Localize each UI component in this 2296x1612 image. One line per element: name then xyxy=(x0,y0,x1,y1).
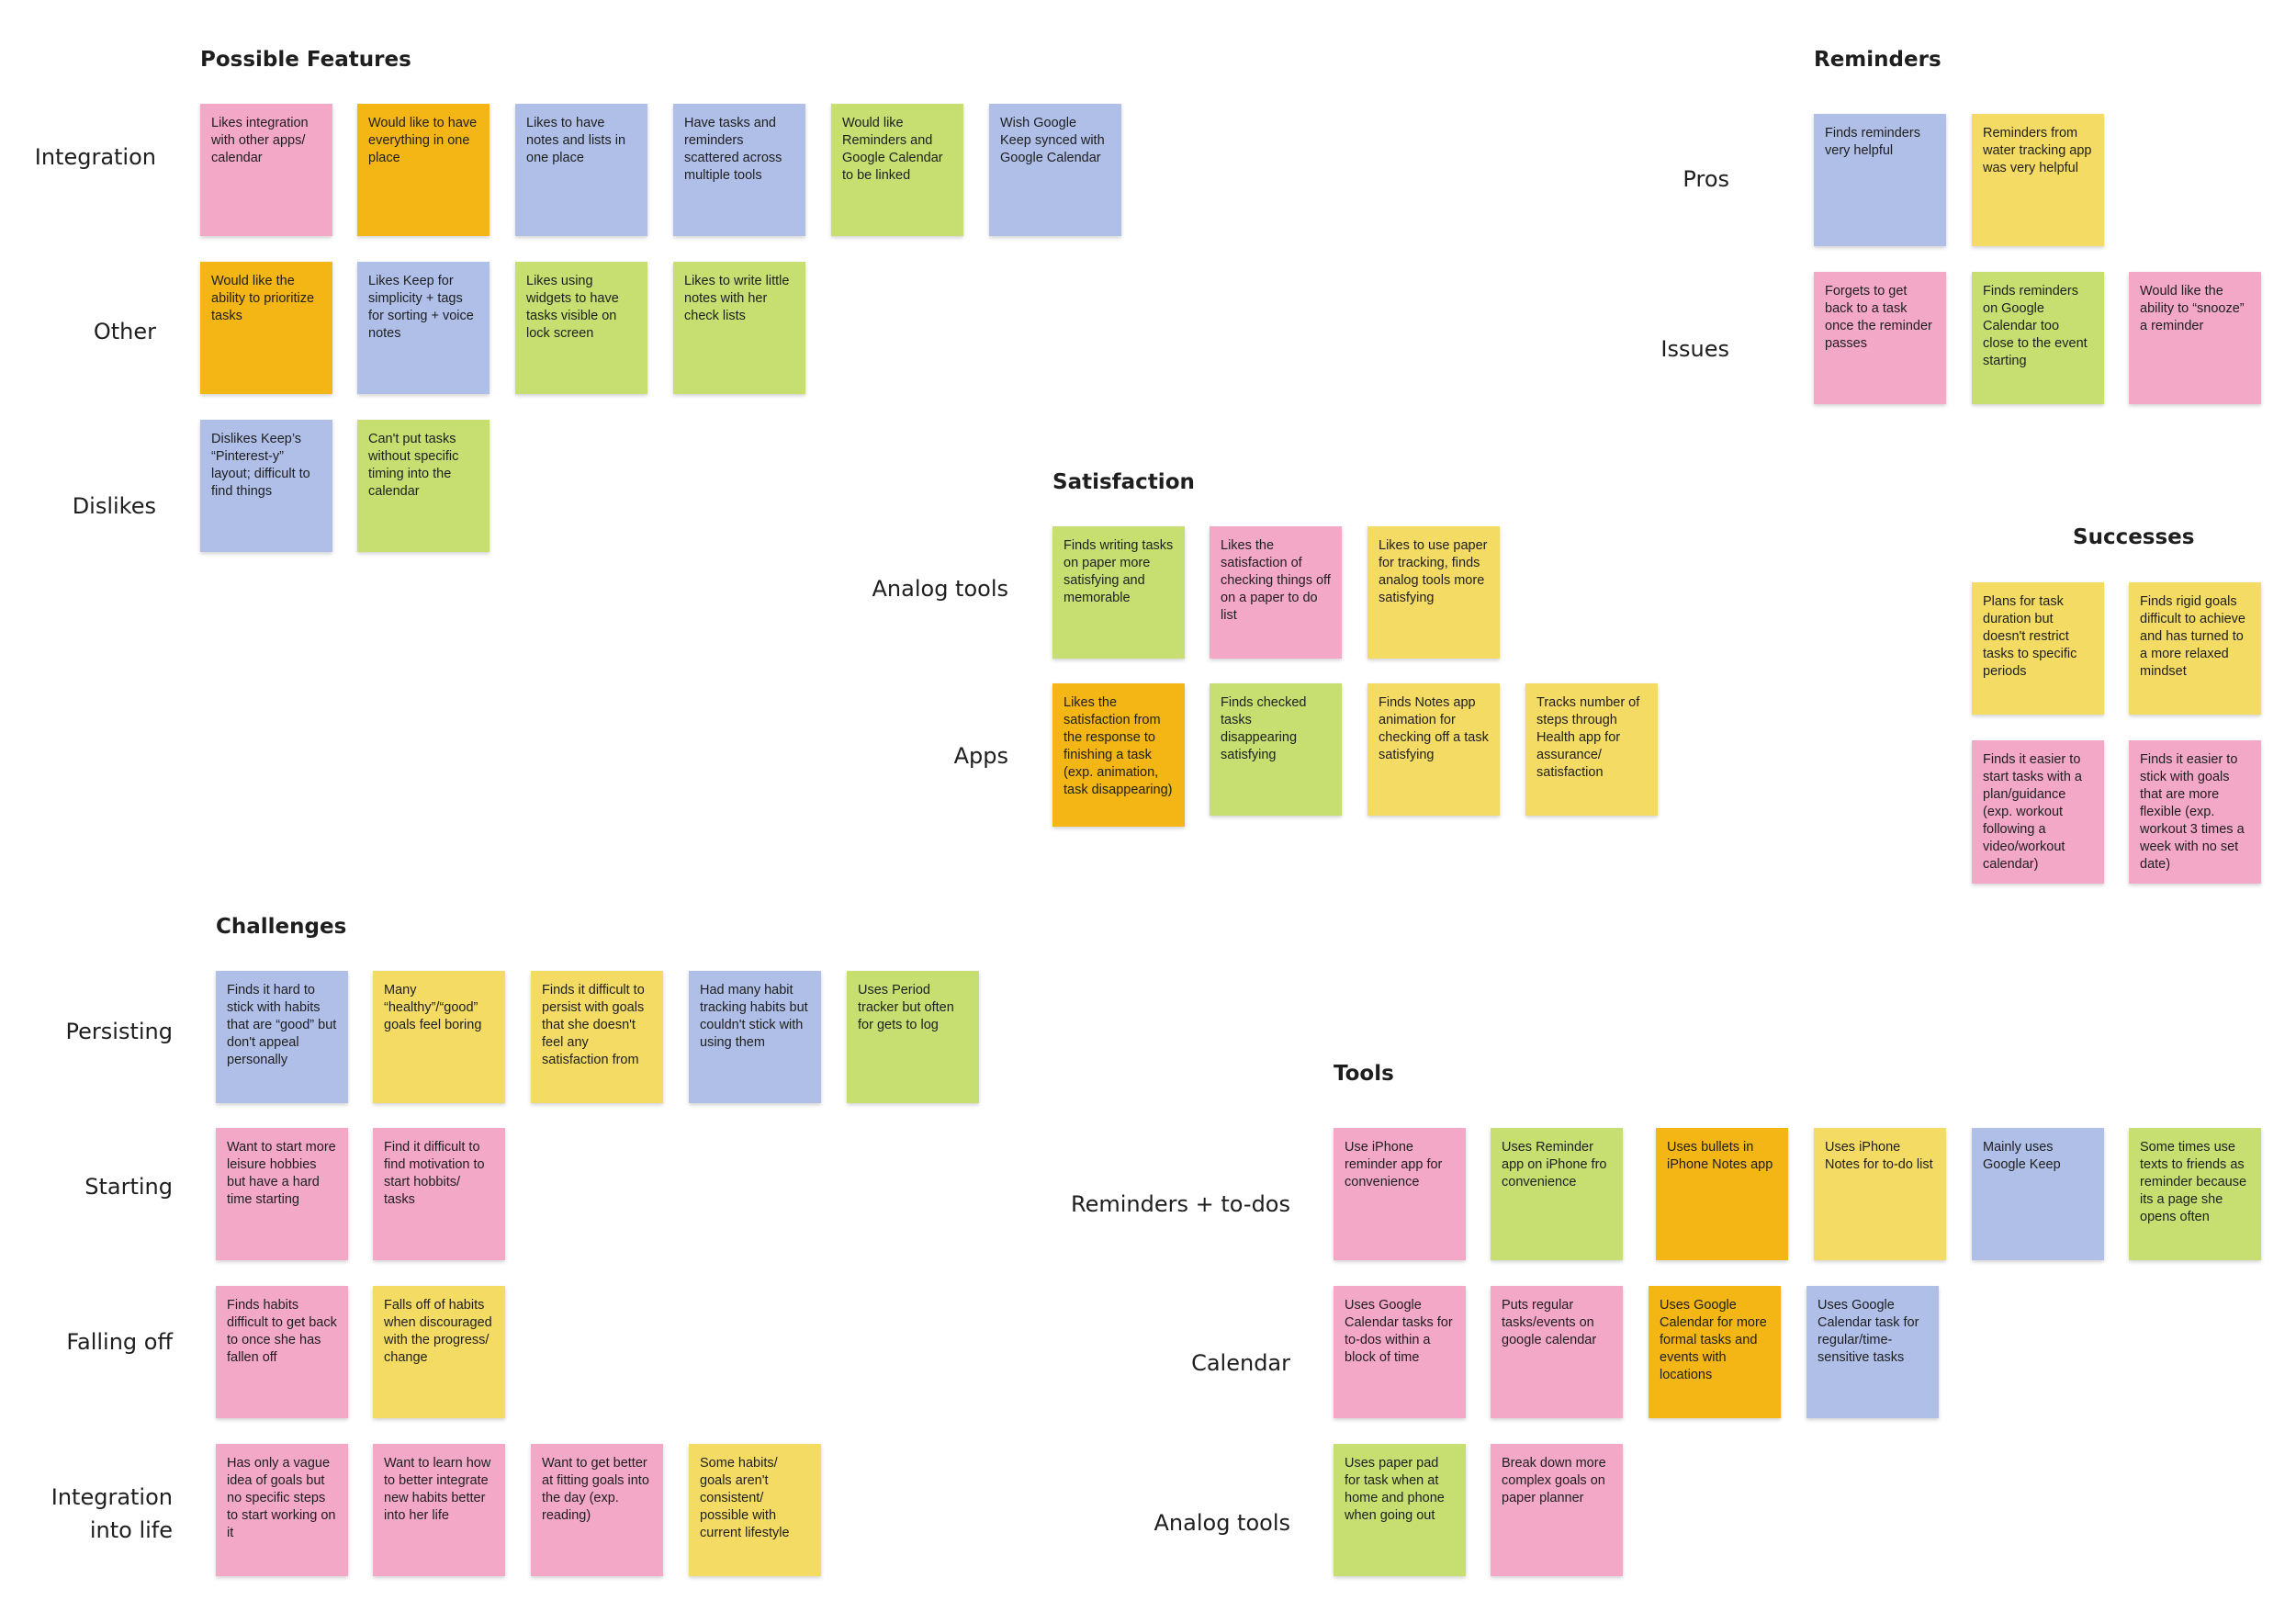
sticky-note[interactable]: Break down more complex goals on paper p… xyxy=(1491,1444,1623,1576)
sticky-note[interactable]: Some habits/ goals aren't consistent/ po… xyxy=(689,1444,821,1576)
row-label-dislikes: Dislikes xyxy=(72,493,156,519)
row-label-falling-off: Falling off xyxy=(66,1329,173,1355)
section-title-possible-features: Possible Features xyxy=(200,48,411,72)
row-label-analog-tools: Analog tools xyxy=(872,576,1009,602)
sticky-note[interactable]: Likes Keep for simplicity + tags for sor… xyxy=(357,262,490,394)
sticky-note[interactable]: Find it difficult to find motivation to … xyxy=(373,1128,505,1260)
sticky-note[interactable]: Use iPhone reminder app for convenience xyxy=(1334,1128,1466,1260)
row-label-line: Integration xyxy=(51,1484,173,1510)
sticky-note[interactable]: Likes using widgets to have tasks visibl… xyxy=(515,262,647,394)
sticky-note[interactable]: Mainly uses Google Keep xyxy=(1972,1128,2104,1260)
sticky-note[interactable]: Can't put tasks without specific timing … xyxy=(357,420,490,552)
sticky-note[interactable]: Uses Google Calendar for more formal tas… xyxy=(1649,1286,1781,1418)
sticky-note[interactable]: Finds rigid goals difficult to achieve a… xyxy=(2129,582,2261,715)
row-label-starting: Starting xyxy=(84,1174,173,1200)
sticky-note[interactable]: Had many habit tracking habits but could… xyxy=(689,971,821,1103)
sticky-note[interactable]: Likes to write little notes with her che… xyxy=(673,262,805,394)
sticky-note[interactable]: Likes the satisfaction from the response… xyxy=(1052,683,1185,827)
sticky-note[interactable]: Many “healthy”/“good” goals feel boring xyxy=(373,971,505,1103)
sticky-note[interactable]: Finds habits difficult to get back to on… xyxy=(216,1286,348,1418)
section-title-challenges: Challenges xyxy=(216,915,347,939)
sticky-note[interactable]: Want to start more leisure hobbies but h… xyxy=(216,1128,348,1260)
sticky-note[interactable]: Has only a vague idea of goals but no sp… xyxy=(216,1444,348,1576)
sticky-note[interactable]: Finds it easier to start tasks with a pl… xyxy=(1972,740,2104,884)
sticky-note[interactable]: Likes the satisfaction of checking thing… xyxy=(1210,526,1342,659)
row-label-apps: Apps xyxy=(953,743,1008,769)
sticky-note[interactable]: Finds Notes app animation for checking o… xyxy=(1367,683,1500,816)
sticky-note[interactable]: Uses Reminder app on iPhone fro convenie… xyxy=(1491,1128,1623,1260)
sticky-note[interactable]: Tracks number of steps through Health ap… xyxy=(1525,683,1658,816)
sticky-note[interactable]: Plans for task duration but doesn't rest… xyxy=(1972,582,2104,715)
row-label-reminders-todos: Reminders + to-dos xyxy=(1071,1191,1290,1217)
section-title-successes: Successes xyxy=(2073,525,2195,549)
section-title-tools: Tools xyxy=(1334,1062,1394,1086)
sticky-note[interactable]: Some times use texts to friends as remin… xyxy=(2129,1128,2261,1260)
row-label-analog-tools-tools: Analog tools xyxy=(1154,1510,1291,1536)
sticky-note[interactable]: Likes to use paper for tracking, finds a… xyxy=(1367,526,1500,659)
sticky-note[interactable]: Wish Google Keep synced with Google Cale… xyxy=(989,104,1121,236)
sticky-note[interactable]: Uses bullets in iPhone Notes app xyxy=(1656,1128,1788,1260)
row-label-pros: Pros xyxy=(1683,166,1729,192)
sticky-note[interactable]: Uses Period tracker but often for gets t… xyxy=(847,971,979,1103)
row-label-persisting: Persisting xyxy=(65,1019,173,1044)
sticky-note[interactable]: Uses iPhone Notes for to-do list xyxy=(1814,1128,1946,1260)
sticky-note[interactable]: Finds it hard to stick with habits that … xyxy=(216,971,348,1103)
sticky-note[interactable]: Finds checked tasks disappearing satisfy… xyxy=(1210,683,1342,816)
sticky-note[interactable]: Want to get better at fitting goals into… xyxy=(531,1444,663,1576)
sticky-note[interactable]: Finds writing tasks on paper more satisf… xyxy=(1052,526,1185,659)
row-label-calendar: Calendar xyxy=(1191,1350,1290,1376)
sticky-note[interactable]: Uses Google Calendar tasks for to-dos wi… xyxy=(1334,1286,1466,1418)
sticky-note[interactable]: Finds reminders very helpful xyxy=(1814,114,1946,246)
row-label-other: Other xyxy=(93,319,156,344)
sticky-note[interactable]: Uses paper pad for task when at home and… xyxy=(1334,1444,1466,1576)
sticky-note[interactable]: Would like the ability to “snooze” a rem… xyxy=(2129,272,2261,404)
sticky-note[interactable]: Finds reminders on Google Calendar too c… xyxy=(1972,272,2104,404)
sticky-note[interactable]: Finds it difficult to persist with goals… xyxy=(531,971,663,1103)
sticky-note[interactable]: Falls off of habits when discouraged wit… xyxy=(373,1286,505,1418)
sticky-note[interactable]: Finds it easier to stick with goals that… xyxy=(2129,740,2261,884)
row-label-integration-into-life: Integration into life xyxy=(51,1481,173,1547)
sticky-note[interactable]: Would like Reminders and Google Calendar… xyxy=(831,104,963,236)
sticky-note[interactable]: Dislikes Keep’s “Pinterest-y” layout; di… xyxy=(200,420,332,552)
sticky-note[interactable]: Puts regular tasks/events on google cale… xyxy=(1491,1286,1623,1418)
sticky-note[interactable]: Would like to have everything in one pla… xyxy=(357,104,490,236)
sticky-note[interactable]: Reminders from water tracking app was ve… xyxy=(1972,114,2104,246)
sticky-note[interactable]: Forgets to get back to a task once the r… xyxy=(1814,272,1946,404)
sticky-note[interactable]: Likes integration with other apps/ calen… xyxy=(200,104,332,236)
sticky-note[interactable]: Would like the ability to prioritize tas… xyxy=(200,262,332,394)
sticky-note[interactable]: Uses Google Calendar task for regular/ti… xyxy=(1806,1286,1939,1418)
section-title-reminders: Reminders xyxy=(1814,48,1941,72)
section-title-satisfaction: Satisfaction xyxy=(1052,470,1195,494)
sticky-note[interactable]: Have tasks and reminders scattered acros… xyxy=(673,104,805,236)
row-label-line: into life xyxy=(89,1517,173,1543)
sticky-note[interactable]: Likes to have notes and lists in one pla… xyxy=(515,104,647,236)
row-label-integration: Integration xyxy=(34,144,156,170)
sticky-note[interactable]: Want to learn how to better integrate ne… xyxy=(373,1444,505,1576)
row-label-issues: Issues xyxy=(1660,336,1729,362)
